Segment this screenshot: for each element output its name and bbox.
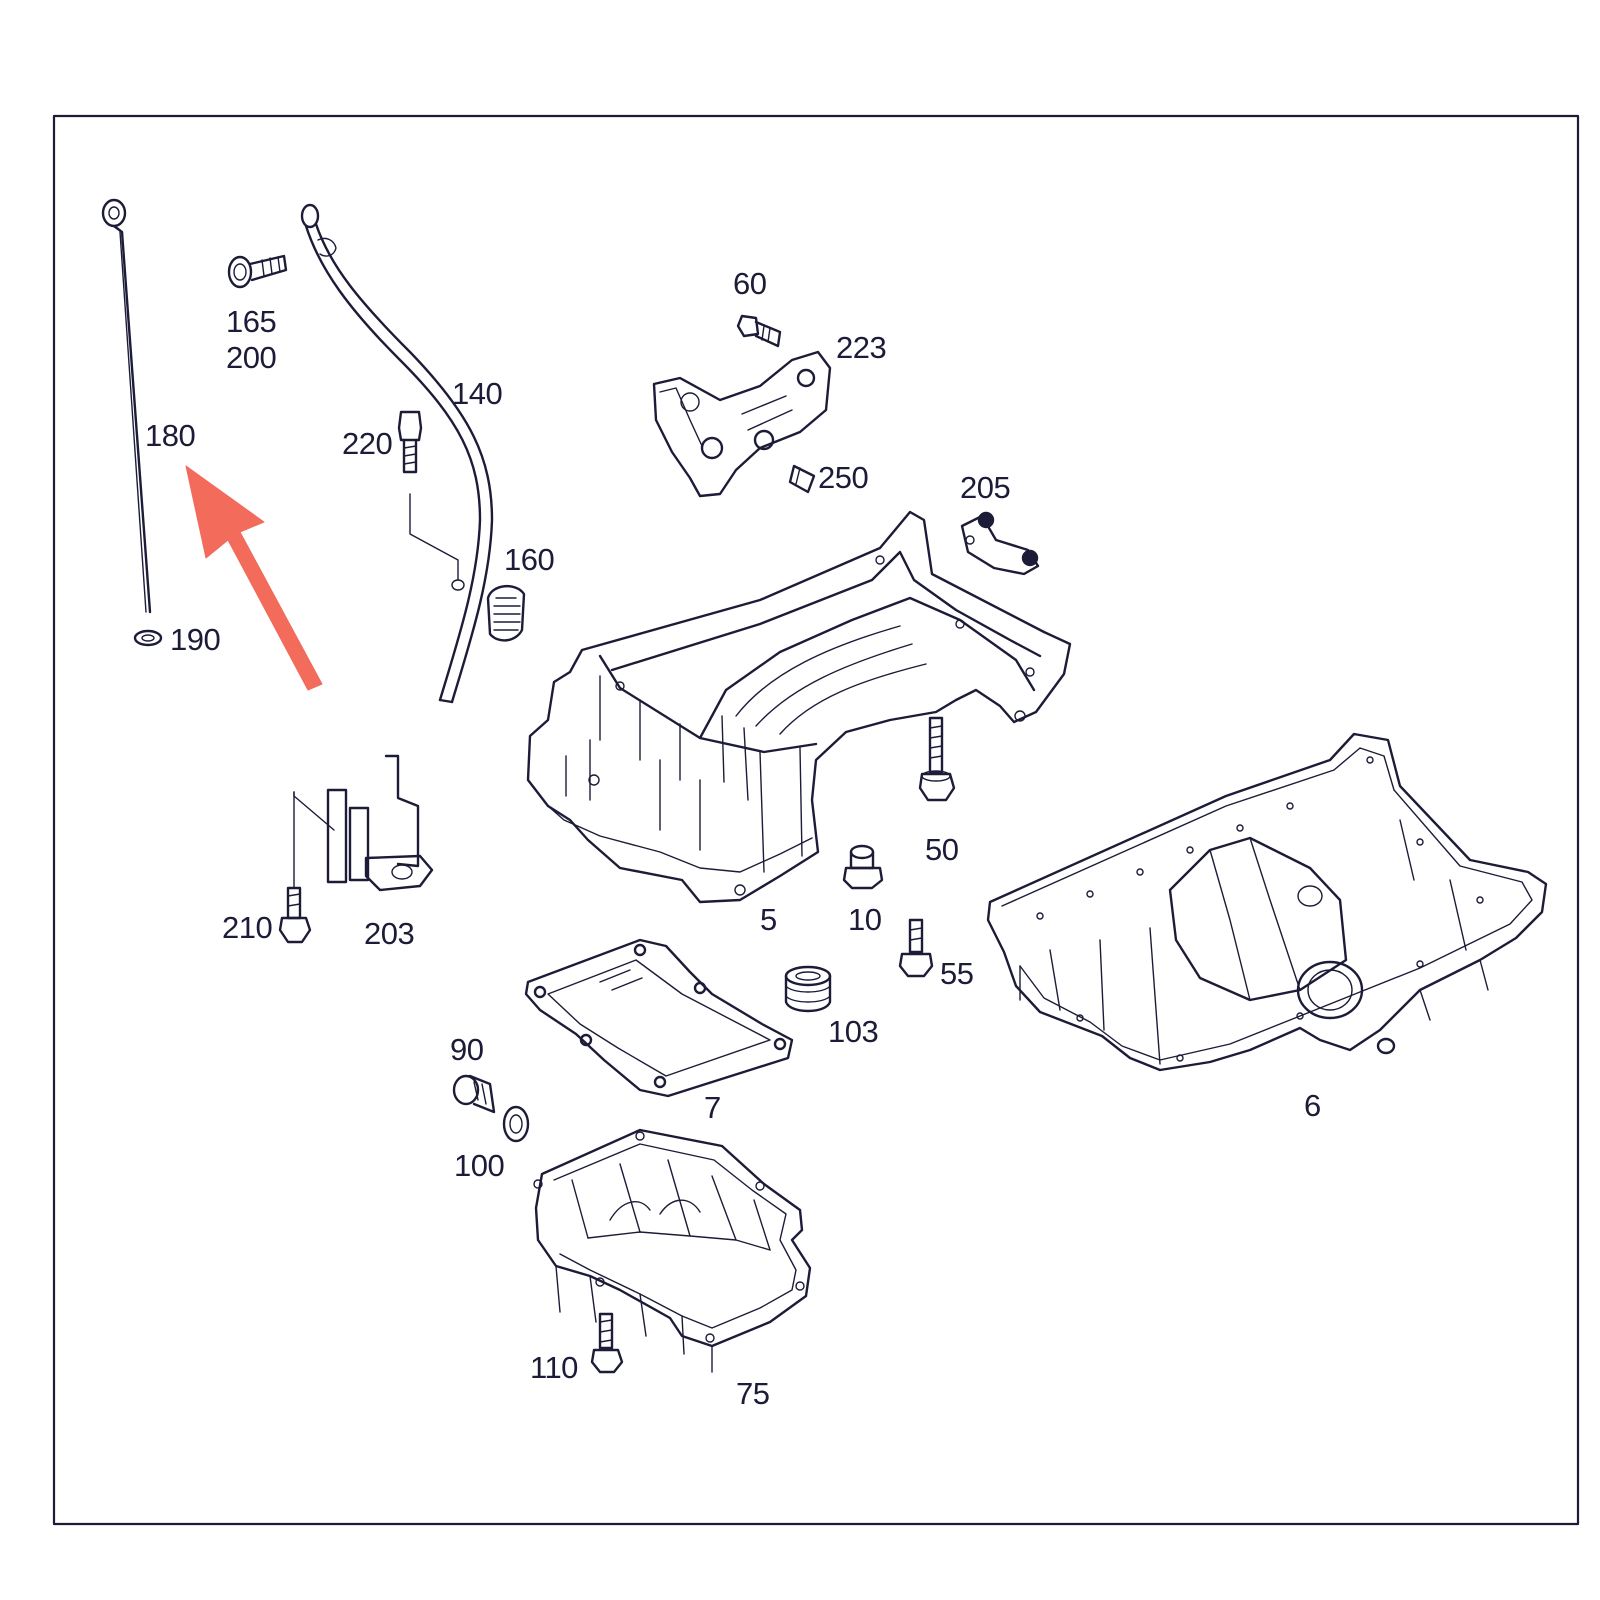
bolt-165[interactable]: [227, 254, 288, 289]
gasket-7[interactable]: [524, 938, 794, 1098]
label-160: 160: [504, 542, 555, 577]
bolt-50[interactable]: [918, 716, 956, 802]
lower-oil-pan-75[interactable]: [533, 1128, 812, 1373]
label-5: 5: [760, 902, 777, 937]
plug-10[interactable]: [842, 844, 884, 890]
dipstick-180[interactable]: [101, 198, 152, 614]
label-250: 250: [818, 460, 869, 495]
label-210: 210: [222, 910, 273, 945]
guide-tube-140[interactable]: [300, 203, 494, 704]
diagram-frame: [52, 114, 1580, 1526]
label-55: 55: [940, 956, 974, 991]
label-140: 140: [452, 376, 503, 411]
bolt-210[interactable]: [278, 791, 312, 944]
label-205: 205: [960, 470, 1011, 505]
label-110: 110: [530, 1350, 578, 1385]
label-50: 50: [925, 832, 959, 867]
bolt-220[interactable]: [397, 410, 459, 581]
label-75: 75: [736, 1376, 770, 1411]
label-200: 200: [226, 340, 277, 375]
bolt-60[interactable]: [736, 314, 782, 348]
label-100: 100: [454, 1148, 505, 1183]
label-60: 60: [733, 266, 767, 301]
bolt-55[interactable]: [898, 918, 934, 978]
washer-100[interactable]: [502, 1105, 530, 1143]
label-10: 10: [848, 902, 882, 937]
bolt-110[interactable]: [590, 1312, 624, 1374]
label-165: 165: [226, 304, 277, 339]
label-103: 103: [828, 1014, 879, 1049]
pointer-arrow: [185, 465, 323, 691]
seal-160[interactable]: [486, 585, 526, 642]
oil-pan-6[interactable]: [986, 732, 1548, 1072]
label-203: 203: [364, 916, 415, 951]
seal-103[interactable]: [784, 965, 832, 1013]
bracket-223[interactable]: [652, 350, 832, 498]
label-190: 190: [170, 622, 221, 657]
upper-oil-pan-5[interactable]: [526, 510, 1072, 904]
bracket-203[interactable]: [293, 754, 434, 892]
label-180: 180: [145, 418, 196, 453]
label-90: 90: [450, 1032, 484, 1067]
bracket-205[interactable]: [960, 511, 1040, 576]
label-6: 6: [1304, 1088, 1321, 1123]
insert-250[interactable]: [788, 464, 816, 494]
label-7: 7: [704, 1090, 721, 1125]
label-223: 223: [836, 330, 887, 365]
plug-90[interactable]: [452, 1074, 496, 1114]
label-220: 220: [342, 426, 393, 461]
washer-190[interactable]: [133, 629, 163, 647]
